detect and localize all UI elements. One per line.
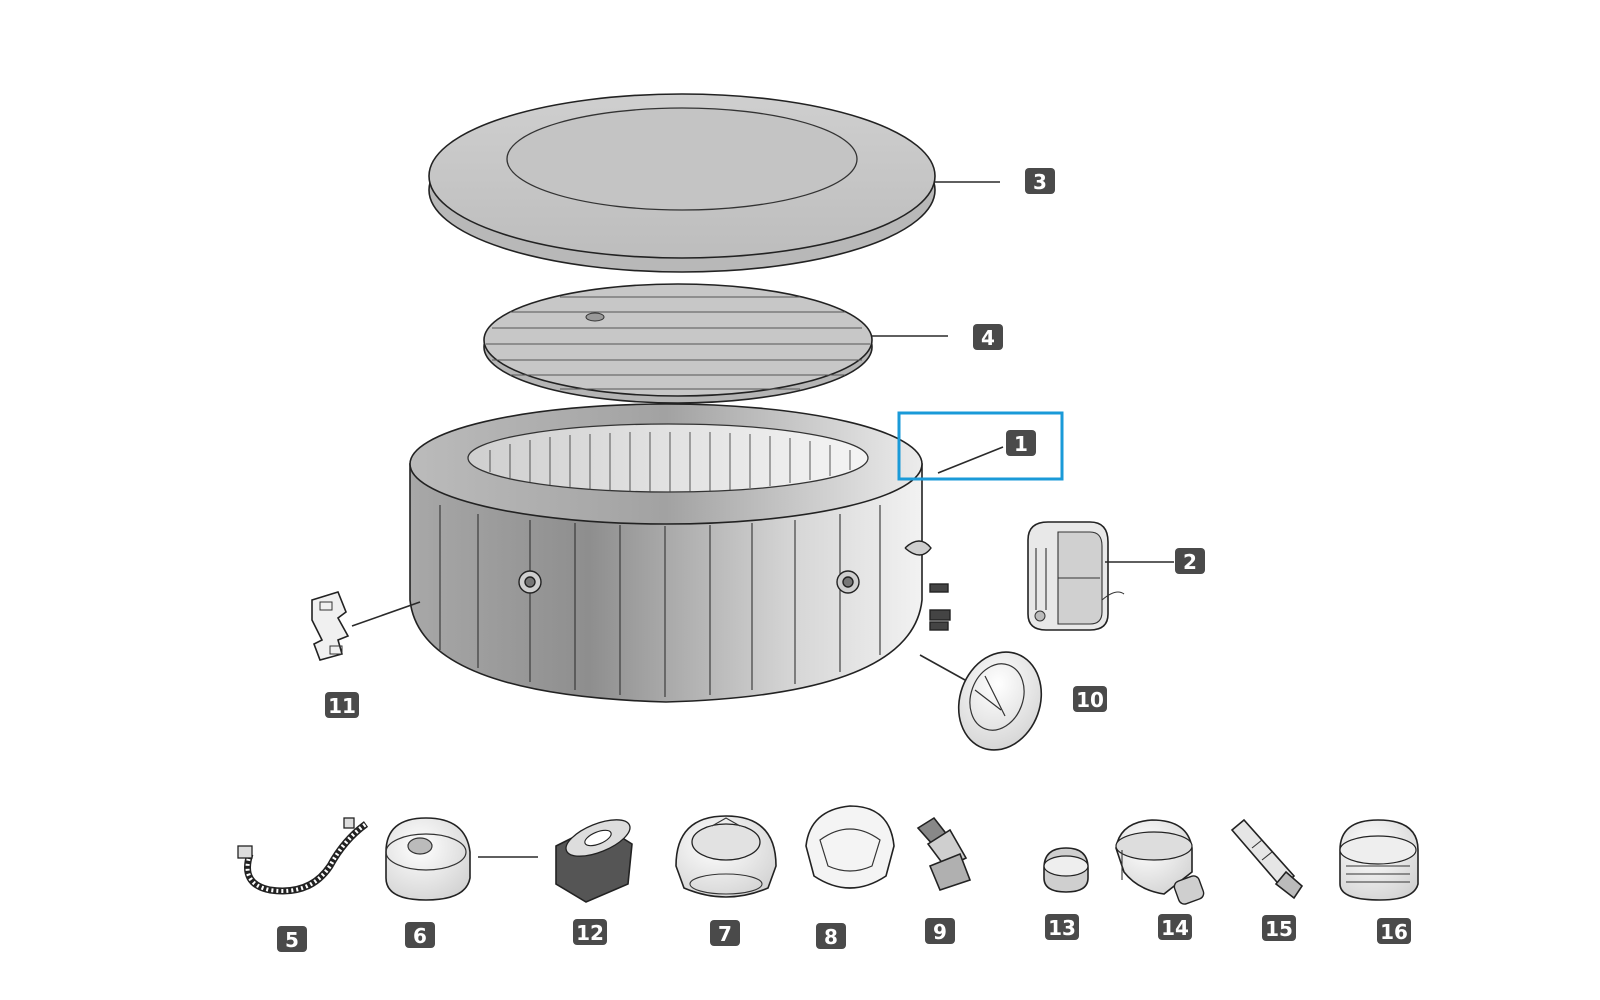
part-badge-7: 7 [710,920,740,946]
part-number-label: 13 [1048,916,1076,940]
part-badge-5: 5 [277,926,307,952]
inflation-valve-icon [1339,819,1419,901]
part-number-label: 14 [1161,916,1189,940]
part-badge-14: 14 [1158,914,1192,940]
part-badge-2: 2 [1175,548,1205,574]
buckle-icon [311,591,350,661]
part-badge-8: 8 [816,923,846,949]
part-number-label: 10 [1076,688,1104,712]
strainer-cap-icon [675,815,777,898]
part-number-label: 16 [1380,920,1408,944]
filter-cartridge-icon [555,819,633,903]
drain-valve-icon [1115,819,1205,905]
spa-pool-body-icon [409,403,951,703]
inflation-hose-icon [237,817,369,895]
drain-cap-icon [1043,847,1089,893]
part-number-label: 12 [576,921,604,945]
part-badge-4: 4 [973,324,1003,350]
part-number-label: 8 [824,925,838,949]
part-badge-9: 9 [925,918,955,944]
part-badge-6: 6 [405,922,435,948]
part-number-label: 15 [1265,917,1293,941]
part-number-label: 2 [1183,550,1197,574]
part-number-label: 6 [413,924,427,948]
filter-cartridge-housing-icon [385,817,471,901]
spa-cover-icon [428,93,936,273]
inflatable-lid-icon [483,283,873,404]
part-number-label: 4 [981,326,995,350]
part-badge-11: 11 [325,692,359,718]
part-number-label: 5 [285,928,299,952]
highlight-box [897,411,1064,481]
part-badge-15: 15 [1262,915,1296,941]
part-number-label: 11 [328,694,356,718]
part-number-label: 3 [1033,170,1047,194]
part-number-label: 9 [933,920,947,944]
part-number-label: 7 [718,922,732,946]
part-badge-10: 10 [1073,686,1107,712]
part-badge-16: 16 [1377,918,1411,944]
locking-ring-icon [805,805,895,889]
hose-adapter-icon [916,816,972,891]
part-badge-13: 13 [1045,914,1079,940]
pump-unit-icon [1027,521,1125,631]
part-badge-12: 12 [573,919,607,945]
inlet-cap-icon [957,651,1043,751]
valve-wrench-icon [1230,818,1304,900]
part-number-label: 1 [1014,432,1028,456]
part-badge-1: 1 [1006,430,1036,456]
part-badge-3: 3 [1025,168,1055,194]
